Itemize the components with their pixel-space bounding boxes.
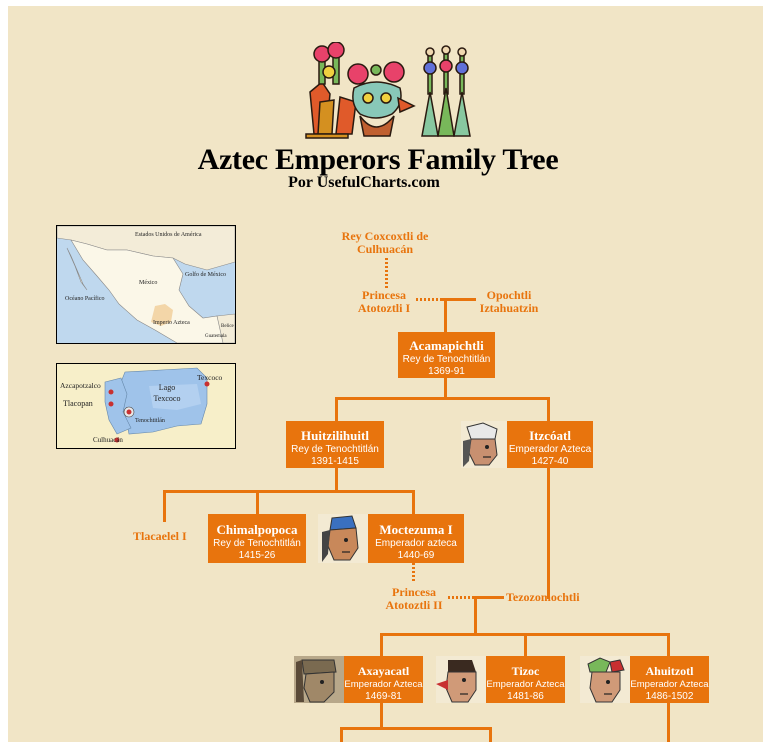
person-atotoztli-ii: Princesa Atotoztli II — [385, 585, 443, 612]
map-label-tenochtitlan: Tenochtitlán — [135, 418, 165, 424]
descent-line-itzcoatl — [547, 468, 550, 599]
person-name: Itzcóatl — [529, 428, 571, 443]
aztec-glyph-illustration — [305, 42, 471, 139]
map-label-usa: Estados Unidos de América — [135, 232, 202, 238]
map-label-tlacopan: Tlacopan — [63, 399, 93, 408]
descent-line — [256, 490, 259, 514]
person-box-huitzilihuitl: Huitzilihuitl Rey de Tenochtitlán 1391-1… — [286, 421, 384, 468]
map-label-empire: Imperio Azteca — [153, 320, 190, 326]
person-title: Rey de Tenochtitlán — [213, 538, 301, 549]
person-years: 1469-81 — [365, 691, 402, 702]
descent-line-dotted — [385, 258, 388, 288]
person-years: 1440-69 — [397, 550, 435, 561]
person-years: 1369-91 — [428, 366, 465, 377]
person-box-axayacatl: Axayacatl Emperador Azteca 1469-81 — [344, 656, 423, 703]
descent-line — [380, 633, 383, 656]
marriage-line-atotoztli1 — [416, 298, 442, 301]
person-title: Emperador Azteca — [344, 679, 423, 690]
person-opochtli: Opochtli Iztahuatzin — [479, 288, 539, 315]
person-title: Rey de Tenochtitlán — [291, 444, 379, 455]
person-box-chimalpopoca: Chimalpopoca Rey de Tenochtitlán 1415-26 — [208, 514, 306, 563]
portrait-itzcoatl — [461, 421, 507, 468]
descent-line — [380, 703, 383, 729]
person-years: 1391-1415 — [311, 456, 359, 467]
person-years: 1427-40 — [531, 456, 569, 467]
person-name: Huitzilihuitl — [301, 428, 369, 443]
map-label-gulf: Golfo de México — [185, 272, 226, 278]
person-box-itzcoatl: Itzcóatl Emperador Azteca 1427-40 — [507, 421, 593, 468]
person-box-tizoc: Tizoc Emperador Azteca 1481-86 — [486, 656, 565, 703]
portrait-ahuitzotl — [580, 656, 630, 703]
descent-line — [340, 727, 343, 742]
person-title: Emperador azteca — [375, 538, 457, 549]
descent-line — [163, 490, 166, 522]
person-title: Rey de Tenochtitlán — [402, 354, 491, 365]
person-title: Emperador Azteca — [508, 444, 592, 455]
descent-line — [489, 727, 492, 742]
descent-line-dotted — [412, 563, 415, 583]
portrait-axayacatl — [294, 656, 344, 703]
descent-line — [667, 633, 670, 656]
map-label-mexico: México — [139, 280, 158, 286]
person-box-moctezuma-i: Moctezuma I Emperador azteca 1440-69 — [368, 514, 464, 563]
map-label-belize: Belice — [221, 324, 234, 329]
person-coxcoxtli: Rey Coxcoxtli de Culhuacán — [341, 229, 429, 256]
page-title: Aztec Emperors Family Tree — [197, 143, 559, 176]
map-label-texcoco: Texcoco — [197, 373, 223, 382]
person-box-acamapichtli: Acamapichtli Rey de Tenochtitlán 1369-91 — [398, 332, 495, 378]
person-title: Emperador Azteca — [486, 679, 565, 690]
person-box-ahuitzotl: Ahuitzotl Emperador Azteca 1486-1502 — [630, 656, 709, 703]
sibling-bar — [340, 727, 492, 730]
map-label-lago-texcoco: Lago Texcoco — [153, 383, 181, 403]
map-label-culhuacan: Culhuacán — [93, 436, 123, 444]
descent-line — [335, 397, 338, 421]
map-label-pacific: Océano Pacífico — [65, 296, 105, 302]
mexico-map: Estados Unidos de América Golfo de Méxic… — [56, 225, 236, 344]
person-name: Chimalpopoca — [216, 522, 298, 537]
person-title: Emperador Azteca — [630, 679, 709, 690]
marriage-line-atotoztli2 — [448, 596, 474, 599]
descent-line — [335, 468, 338, 491]
person-atotoztli-i: Princesa Atotoztli I — [357, 288, 411, 315]
person-name: Acamapichtli — [409, 338, 484, 353]
person-tlacaelel: Tlacaelel I — [133, 529, 187, 543]
marriage-line-opochtli — [442, 298, 476, 301]
chart-page: Aztec Emperors Family Tree Por UsefulCha… — [8, 6, 763, 742]
lake-texcoco-map: Azcapotzalco Tlacopan Lago Texcoco Texco… — [56, 363, 236, 449]
descent-line — [547, 397, 550, 421]
map-label-azcapotzalco: Azcapotzalco — [60, 381, 101, 390]
descent-line — [524, 633, 527, 656]
portrait-tizoc — [436, 656, 486, 703]
person-name: Tizoc — [511, 664, 540, 678]
person-name: Ahuitzotl — [645, 664, 694, 678]
page-subtitle: Por UsefulCharts.com — [288, 174, 440, 191]
sibling-bar — [335, 397, 550, 400]
descent-line-acamapichtli — [444, 299, 447, 332]
person-tezozomochtli: Tezozomochtli — [506, 590, 580, 604]
descent-line — [412, 490, 415, 514]
portrait-moctezuma-i — [318, 514, 368, 563]
sibling-bar — [163, 490, 415, 493]
person-name: Moctezuma I — [379, 522, 453, 537]
marriage-line-tezozomochtli — [474, 596, 504, 599]
descent-line — [474, 596, 477, 634]
map-label-guatemala: Guatemala — [205, 334, 227, 339]
descent-line — [667, 703, 670, 742]
person-years: 1481-86 — [507, 691, 544, 702]
person-years: 1415-26 — [238, 550, 276, 561]
descent-line — [444, 378, 447, 398]
person-name: Axayacatl — [357, 664, 410, 678]
person-years: 1486-1502 — [645, 691, 694, 702]
